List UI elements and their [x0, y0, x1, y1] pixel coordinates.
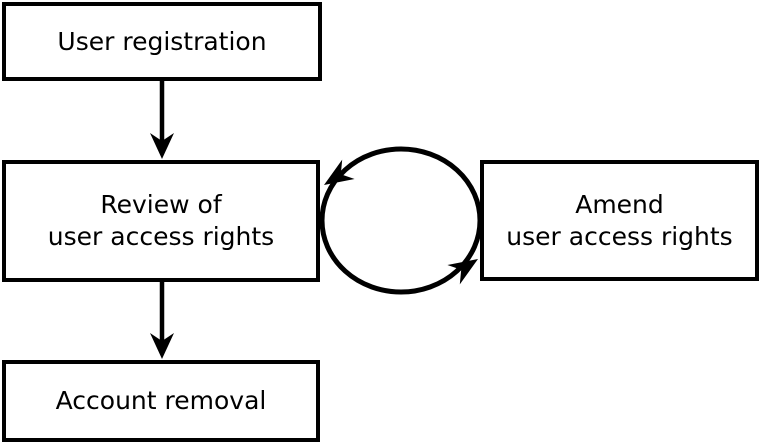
arrow-review-to-removal-head-icon — [150, 333, 174, 359]
cycle-loop — [319, 146, 483, 295]
node-account-removal: Account removal — [2, 360, 320, 442]
node-user-registration-label: User registration — [57, 26, 267, 56]
node-amend-access-rights-label-line2: user access rights — [506, 221, 733, 251]
node-amend-access-rights-label-line1: Amend — [575, 189, 664, 219]
node-account-removal-label: Account removal — [55, 386, 267, 415]
node-user-registration: User registration — [2, 2, 322, 81]
node-review-access-rights-label-line2: user access rights — [47, 222, 275, 251]
node-amend-access-rights: Amend user access rights — [480, 160, 759, 281]
cycle-arrowhead-to-amend-icon — [447, 259, 478, 285]
node-review-access-rights-label-line1: Review of — [100, 190, 222, 219]
arrow-registration-to-review-head-icon — [150, 133, 174, 159]
node-review-access-rights: Review of user access rights — [2, 160, 320, 282]
cycle-arrowhead-to-review-icon — [324, 159, 355, 185]
